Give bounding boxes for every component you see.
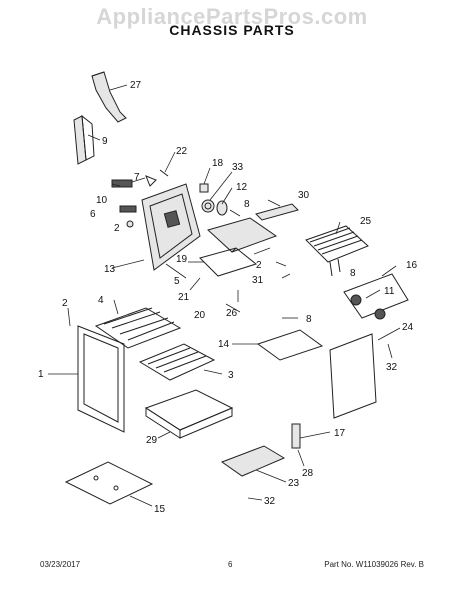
callout-31: 31 bbox=[252, 275, 264, 286]
part-3-broil-pan bbox=[138, 343, 216, 381]
part-27-bracket bbox=[91, 71, 127, 123]
part-9-bracket bbox=[73, 114, 95, 165]
callout-24: 24 bbox=[402, 322, 414, 333]
callout-11: 11 bbox=[384, 286, 395, 297]
leader-lines bbox=[48, 84, 401, 507]
callout-20: 20 bbox=[194, 310, 206, 321]
part-16-control-panel bbox=[343, 273, 409, 319]
part-33-gear bbox=[201, 199, 215, 213]
callout-21: 21 bbox=[178, 292, 190, 303]
part-15-bottom-tray bbox=[64, 461, 154, 505]
footer-page-number: 6 bbox=[228, 560, 233, 569]
part-29-storage-drawer bbox=[144, 389, 234, 439]
chassis-center-bracket bbox=[199, 217, 278, 277]
part-11-knob bbox=[350, 294, 386, 320]
watermark: AppliancePartsPros.com bbox=[96, 4, 368, 29]
callout-13: 13 bbox=[104, 264, 116, 275]
callout-29: 29 bbox=[146, 435, 158, 446]
callout-8: 8 bbox=[350, 268, 356, 279]
callout-32: 32 bbox=[386, 362, 398, 373]
callout-26: 26 bbox=[226, 308, 238, 319]
callout-9: 9 bbox=[102, 136, 108, 147]
callout-7: 7 bbox=[134, 172, 140, 183]
part-7-clip bbox=[145, 175, 157, 187]
callout-23: 23 bbox=[288, 478, 300, 489]
part-14-tray bbox=[256, 329, 324, 361]
callout-6: 6 bbox=[90, 209, 96, 220]
callout-2: 2 bbox=[62, 298, 68, 309]
callout-8: 8 bbox=[306, 314, 312, 325]
callout-3: 3 bbox=[228, 370, 234, 381]
callout-25: 25 bbox=[360, 216, 372, 227]
page-title: CHASSIS PARTS bbox=[169, 22, 295, 38]
part-2-screw-upper bbox=[126, 220, 134, 228]
callout-1: 1 bbox=[38, 369, 44, 380]
callout-30: 30 bbox=[298, 190, 310, 201]
part-28-bracket bbox=[291, 423, 301, 449]
footer-date: 03/23/2017 bbox=[40, 560, 81, 569]
callout-4: 4 bbox=[98, 295, 104, 306]
callout-15: 15 bbox=[154, 504, 166, 515]
callout-8: 8 bbox=[244, 199, 250, 210]
callout-33: 33 bbox=[232, 162, 244, 173]
callout-2: 2 bbox=[114, 223, 120, 234]
callout-14: 14 bbox=[218, 339, 230, 350]
callout-18: 18 bbox=[212, 158, 224, 169]
part-12-motor bbox=[216, 200, 228, 216]
right-side-panel bbox=[329, 333, 377, 419]
part-30-sensor-bracket bbox=[255, 203, 299, 221]
part-5-rear-panel bbox=[141, 183, 201, 271]
callout-19: 19 bbox=[176, 254, 188, 265]
part-18-grommet bbox=[199, 183, 209, 193]
part-10-terminal-block bbox=[111, 179, 133, 188]
callout-28: 28 bbox=[302, 468, 314, 479]
callout-27: 27 bbox=[130, 80, 142, 91]
callout-10: 10 bbox=[96, 195, 108, 206]
part-25-broil-element bbox=[305, 225, 369, 277]
callout-32: 32 bbox=[264, 496, 276, 507]
part-4-oven-rack bbox=[94, 307, 182, 349]
callout-numbers: 1 2 2 2 3 4 5 6 7 8 8 8 9 10 11 12 13 14… bbox=[38, 80, 418, 515]
footer-part-number: Part No. W11039026 Rev. B bbox=[324, 560, 424, 569]
callout-22: 22 bbox=[176, 146, 188, 157]
part-1-door-frame bbox=[77, 325, 125, 433]
callout-12: 12 bbox=[236, 182, 248, 193]
callout-5: 5 bbox=[174, 276, 180, 287]
callout-2: 2 bbox=[256, 260, 262, 271]
part-23-plate bbox=[220, 445, 286, 477]
part-22-screw bbox=[159, 169, 169, 177]
callout-17: 17 bbox=[334, 428, 346, 439]
callout-16: 16 bbox=[406, 260, 418, 271]
part-6-switch bbox=[119, 205, 137, 213]
